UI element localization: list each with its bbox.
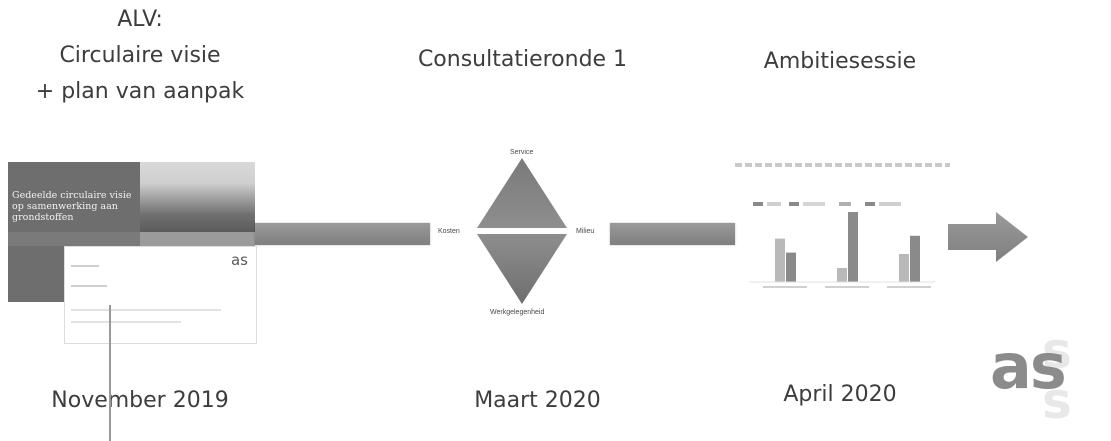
logo-divider — [109, 305, 111, 441]
stage-1-title-line: ALV: — [117, 7, 163, 32]
category-label-placeholder — [763, 286, 807, 288]
timeline-connector — [255, 223, 430, 245]
document-side-bar — [8, 246, 64, 302]
chart-title-placeholder — [735, 163, 950, 167]
right-arrow-icon — [948, 212, 1028, 262]
ambition-bar — [899, 254, 909, 282]
logo-text: as — [990, 330, 1067, 403]
diamond-label-right: Milieu — [576, 228, 595, 235]
ambition-bar — [848, 212, 858, 282]
stage-1-date: November 2019 — [51, 388, 229, 413]
document-title: Gedeelde circulaire visie op samenwerkin… — [12, 190, 132, 223]
stage-3-date: April 2020 — [783, 382, 897, 407]
document-logo: as — [230, 251, 248, 269]
document-page: as — [64, 246, 257, 344]
chart-legend — [753, 202, 923, 206]
ambition-bar — [837, 268, 847, 282]
diamond-top-triangle — [477, 158, 567, 228]
diamond-label-bottom: Werkgelegenheid — [490, 309, 545, 316]
diamond-bottom-triangle — [477, 234, 567, 304]
vision-document-thumbnail: Gedeelde circulaire visie op samenwerkin… — [8, 162, 257, 345]
stage-1-title-line: Circulaire visie — [59, 43, 221, 68]
document-cover-photo — [140, 162, 255, 232]
ambition-bar — [910, 235, 920, 282]
category-label-placeholder — [887, 286, 931, 288]
stage-3-title: Ambitiesessie — [763, 49, 917, 74]
stage-2-date: Maart 2020 — [474, 388, 601, 413]
consultation-diamond: Service Kosten Milieu Werkgelegenheid — [430, 140, 615, 320]
ambition-bar — [786, 252, 796, 282]
diamond-label-top: Service — [510, 149, 534, 156]
category-label-placeholder — [825, 286, 869, 288]
stage-1-title: ALV: Circulaire visie + plan van aanpak — [20, 4, 260, 112]
document-strip — [8, 232, 255, 246]
ambition-bars — [749, 212, 935, 288]
stage-2-title: Consultatieronde 1 — [417, 47, 628, 72]
ambition-chart-thumbnail — [735, 158, 950, 308]
diamond-graphic — [477, 158, 567, 304]
stage-1-title-line: + plan van aanpak — [35, 79, 245, 104]
timeline-connector — [610, 223, 735, 245]
ambition-bar — [775, 238, 785, 282]
diamond-label-left: Kosten — [438, 228, 460, 235]
as-logo: s s as — [990, 322, 1072, 430]
